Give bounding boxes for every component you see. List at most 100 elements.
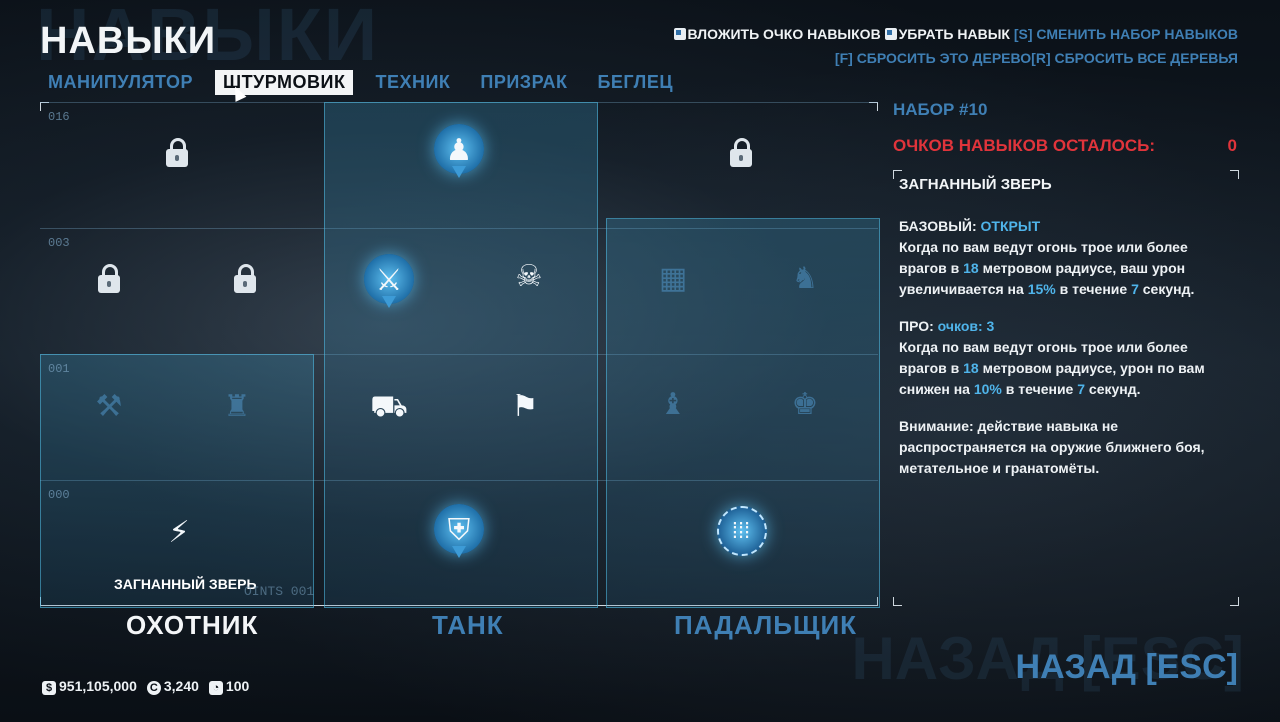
- tank-tier2-skill-a[interactable]: ⛟: [362, 380, 416, 434]
- skill-info-panel: НАБОР #10 ОЧКОВ НАВЫКОВ ОСТАЛОСЬ: 0 ЗАГН…: [893, 100, 1239, 606]
- scavenger-base-skill[interactable]: ⁞⁞⁞: [714, 504, 768, 558]
- tier-divider: [40, 354, 878, 355]
- hunter-tier2-skill-b[interactable]: ♜: [210, 380, 264, 434]
- basic-damage-value: 15%: [1027, 281, 1056, 297]
- tier-number: 000: [48, 488, 70, 502]
- hunter-tier4-skill[interactable]: [150, 126, 204, 180]
- tab-fugitive[interactable]: БЕГЛЕЦ: [597, 72, 673, 92]
- reset-all-hint[interactable]: [R] СБРОСИТЬ ВСЕ ДЕРЕВЬЯ: [1031, 50, 1238, 66]
- ammo-bag-icon: ⛟: [370, 390, 408, 423]
- grid-bottom-line: [40, 605, 878, 606]
- basic-section: БАЗОВЫЙ: ОТКРЫТ Когда по вам ведут огонь…: [899, 216, 1239, 300]
- lock-icon: [166, 138, 188, 167]
- skill-set-label: НАБОР #10: [893, 100, 988, 119]
- lock-icon: [234, 264, 256, 293]
- basic-label: БАЗОВЫЙ:: [899, 218, 977, 234]
- coins-value: 3,240: [163, 678, 199, 694]
- remove-skill-hint[interactable]: УБРАТЬ НАВЫК: [898, 26, 1010, 42]
- basic-desc-text: секунд.: [1138, 281, 1195, 297]
- scavenger-tier2-skill-a[interactable]: ♝: [646, 378, 700, 432]
- scavenger-tier4-skill[interactable]: [714, 126, 768, 180]
- skill-note: Внимание: действие навыка не распростран…: [899, 418, 1205, 476]
- scavenger-icon: ♝: [659, 388, 687, 421]
- level-icon: ◔: [208, 681, 223, 695]
- runner-icon: ♚: [791, 388, 819, 421]
- invest-point-hint[interactable]: ВЛОЖИТЬ ОЧКО НАВЫКОВ: [687, 26, 881, 42]
- subtree-name-tank[interactable]: ТАНК: [432, 610, 504, 640]
- pro-radius-value: 18: [963, 360, 979, 376]
- subtree-name-hunter[interactable]: ОХОТНИК: [126, 610, 259, 640]
- hunter-tier3-skill-a[interactable]: [82, 252, 136, 306]
- hunter-unlocked-area: [40, 354, 314, 608]
- tier-divider: [40, 228, 878, 229]
- tier-divider: [40, 480, 878, 481]
- pro-duration-value: 7: [1077, 381, 1086, 397]
- armor-vest-icon: ⛨: [447, 514, 471, 547]
- hunter-base-skill[interactable]: ⚡: [152, 506, 206, 560]
- tank-tier3-skill-a[interactable]: ⚔: [362, 254, 416, 308]
- ammo-crate-icon: ▦: [658, 262, 688, 295]
- pro-cost: очков: 3: [937, 318, 995, 334]
- shotgun-icon: ⚒: [95, 390, 123, 423]
- basic-desc-text: в течение: [1055, 281, 1132, 297]
- scavenger-tier3-skill-a[interactable]: ▦: [646, 252, 700, 306]
- skull-icon: ☠: [515, 260, 543, 293]
- basic-radius-value: 18: [963, 260, 979, 276]
- tree-tabs: МАНИПУЛЯТОР ШТУРМОВИК ТЕХНИК ПРИЗРАК БЕГ…: [40, 70, 695, 95]
- tier-number: 003: [48, 236, 70, 250]
- points-remaining-row: ОЧКОВ НАВЫКОВ ОСТАЛОСЬ: 0: [893, 136, 1239, 156]
- lock-icon: [730, 138, 752, 167]
- tank-tier4-skill[interactable]: ♟: [432, 124, 486, 178]
- points-remaining-value: 0: [1227, 136, 1237, 155]
- ammo-ring-icon: ⁞⁞⁞: [731, 518, 751, 543]
- lock-icon: [98, 264, 120, 293]
- tab-ghost[interactable]: ПРИЗРАК: [480, 72, 568, 92]
- pro-section: ПРО: очков: 3 Когда по вам ведут огонь т…: [899, 316, 1239, 400]
- basic-duration-value: 7: [1131, 281, 1139, 297]
- pro-desc-text: секунд.: [1085, 381, 1141, 397]
- controls-hint: ВЛОЖИТЬ ОЧКО НАВЫКОВ УБРАТЬ НАВЫК [S] СМ…: [673, 22, 1238, 70]
- pro-desc-text: в течение: [1001, 381, 1078, 397]
- pro-label: ПРО:: [899, 318, 934, 334]
- frame-corner: [40, 102, 49, 111]
- shield-bash-icon: ⚔: [375, 264, 403, 297]
- skill-tree-grid: 016 003 001 000 ⚒ ♜ ⚡ ЗАГНАННЫЙ ЗВЕРЬ OI…: [40, 102, 880, 608]
- dollar-icon: $: [42, 681, 56, 695]
- basic-status: ОТКРЫТ: [980, 218, 1041, 234]
- tab-enforcer[interactable]: ШТУРМОВИК: [215, 70, 354, 95]
- switch-set-hint[interactable]: [S] СМЕНИТЬ НАБОР НАВЫКОВ: [1013, 26, 1238, 42]
- selected-skill-caption: ЗАГНАННЫЙ ЗВЕРЬ: [114, 576, 257, 592]
- tab-technician[interactable]: ТЕХНИК: [375, 72, 451, 92]
- hunter-tier3-skill-b[interactable]: [218, 252, 272, 306]
- skill-description: БАЗОВЫЙ: ОТКРЫТ Когда по вам ведут огонь…: [899, 216, 1239, 495]
- thrower-icon: ⚑: [511, 390, 539, 423]
- tank-tier2-skill-b[interactable]: ⚑: [498, 380, 552, 434]
- frame-corner: [1230, 170, 1239, 179]
- page-title: НАВЫКИ: [40, 20, 217, 62]
- tank-base-skill[interactable]: ⛨: [432, 504, 486, 558]
- cornered-beast-icon: ⚡: [168, 516, 190, 549]
- hunter-tier2-skill-a[interactable]: ⚒: [82, 380, 136, 434]
- juggernaut-icon: ♟: [445, 134, 473, 167]
- basic-desc-text: Когда по вам ведут огонь трое или более …: [899, 239, 1188, 276]
- skill-title: ЗАГНАННЫЙ ЗВЕРЬ: [899, 176, 1052, 193]
- frame-corner: [1230, 597, 1239, 606]
- scavenger-tier2-skill-b[interactable]: ♚: [778, 378, 832, 432]
- basic-desc-text: метровом радиусе, ваш урон увеличивается…: [899, 260, 1186, 297]
- tank-tier3-skill-b[interactable]: ☠: [502, 250, 556, 304]
- level-value: 100: [225, 678, 250, 694]
- gunner-icon: ♜: [223, 390, 251, 423]
- pro-desc-text: Когда по вам ведут огонь трое или более …: [899, 339, 1188, 376]
- scavenger-tier3-skill-b[interactable]: ♞: [778, 252, 832, 306]
- money-value: 951,105,000: [59, 678, 137, 694]
- reset-tree-hint[interactable]: [F] СБРОСИТЬ ЭТО ДЕРЕВО: [834, 50, 1032, 66]
- tier-number: 001: [48, 362, 70, 376]
- back-button[interactable]: НАЗАД [ESC]: [1015, 648, 1238, 686]
- tab-manipulator[interactable]: МАНИПУЛЯТОР: [48, 72, 193, 92]
- back-ghost-text: НАЗАД [ESC]: [851, 625, 1244, 692]
- tier-number: 016: [48, 110, 70, 124]
- mouse-right-icon: [884, 28, 897, 40]
- climber-icon: ♞: [791, 262, 819, 295]
- subtree-name-scavenger[interactable]: ПАДАЛЬЩИК: [674, 610, 858, 640]
